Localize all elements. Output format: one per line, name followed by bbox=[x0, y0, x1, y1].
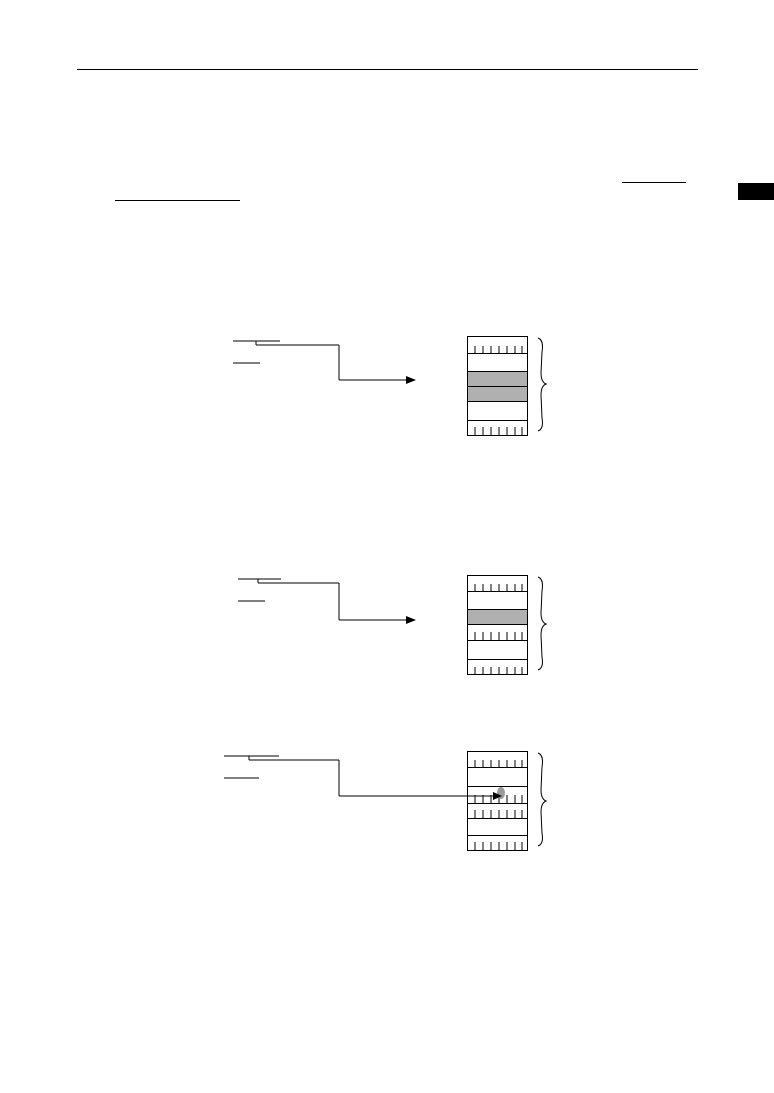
bit-ticks-row-last bbox=[474, 427, 523, 435]
memory-brace bbox=[537, 576, 548, 671]
bit-ticks-row-3 bbox=[474, 632, 523, 640]
arrow-head bbox=[406, 376, 416, 384]
chapter-edge-tab bbox=[738, 183, 774, 200]
memory-block-3 bbox=[467, 751, 528, 851]
bit-ticks-row-1 bbox=[474, 584, 523, 591]
underlined-text-1 bbox=[622, 182, 686, 183]
memory-cell-highlight bbox=[467, 609, 527, 624]
memory-cell-highlight bbox=[467, 386, 527, 401]
bit-ticks-row-3 bbox=[474, 795, 523, 803]
underlined-text-2 bbox=[115, 200, 240, 201]
arrow-head bbox=[493, 792, 502, 800]
header-rule bbox=[77, 69, 698, 70]
register-label-lines-1 bbox=[233, 340, 410, 381]
memory-block-1 bbox=[467, 336, 528, 436]
bit-ticks-row-last bbox=[474, 667, 523, 674]
bit-ticks-row-4 bbox=[474, 810, 523, 818]
memory-block-2 bbox=[467, 575, 528, 675]
memory-brace bbox=[537, 337, 548, 432]
memory-cell-highlight bbox=[467, 371, 527, 386]
bit-ticks-row-last bbox=[474, 842, 523, 850]
bit-ticks-row-1 bbox=[474, 346, 523, 353]
bit-ticks-row-1 bbox=[474, 760, 523, 767]
register-label-lines-2 bbox=[238, 578, 410, 621]
memory-block-outline bbox=[467, 751, 528, 851]
memory-brace bbox=[537, 752, 548, 847]
arrow-head bbox=[406, 616, 416, 624]
register-label-lines-3 bbox=[224, 755, 496, 797]
